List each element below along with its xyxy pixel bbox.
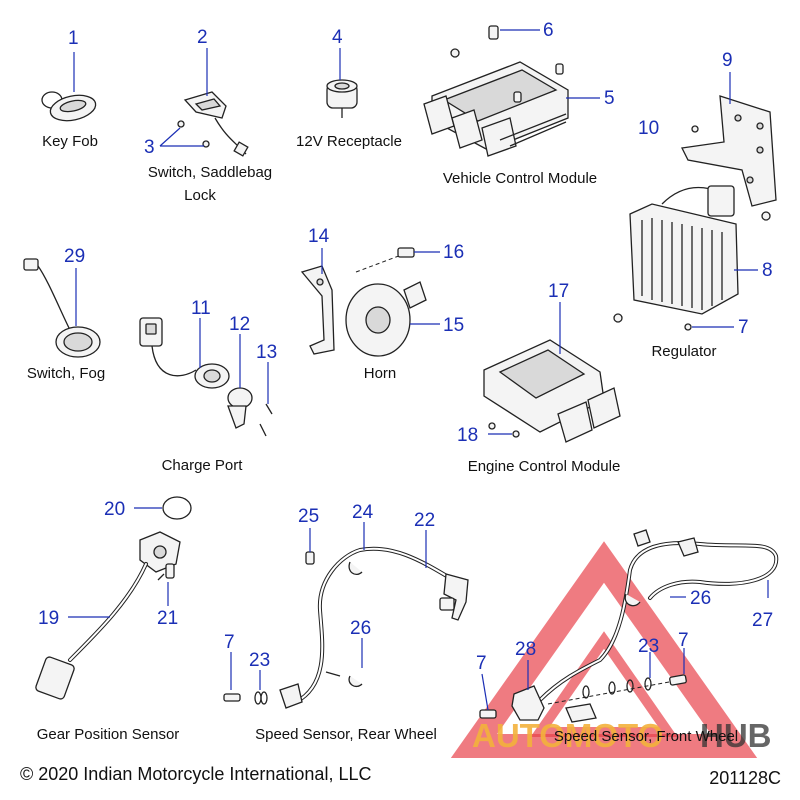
vehicle-control-module-drawing xyxy=(423,25,569,157)
copyright-text: © 2020 Indian Motorcycle International, … xyxy=(20,764,371,784)
regulator-drawing xyxy=(613,185,771,331)
watermark-text-hub: HUB xyxy=(700,717,772,754)
caption-fog-switch: Switch, Fog xyxy=(27,365,105,382)
callout-9: 9 xyxy=(722,50,733,71)
gear-position-sensor-drawing xyxy=(35,496,192,700)
callout-4: 4 xyxy=(332,27,343,48)
callout-7-front-left: 7 xyxy=(476,653,487,674)
callout-17: 17 xyxy=(548,281,569,302)
callout-2: 2 xyxy=(197,27,208,48)
caption-charge-port: Charge Port xyxy=(162,457,244,474)
callout-7-rear: 7 xyxy=(224,632,235,653)
callout-24: 24 xyxy=(352,502,374,523)
callout-20: 20 xyxy=(104,499,125,520)
callout-14: 14 xyxy=(308,226,330,247)
callout-8: 8 xyxy=(762,260,773,281)
key-fob-drawing xyxy=(41,91,97,122)
callout-29: 29 xyxy=(64,246,85,267)
caption-horn: Horn xyxy=(364,365,397,382)
engine-control-module-drawing xyxy=(483,339,621,443)
charge-port-drawing xyxy=(139,317,273,437)
callout-21: 21 xyxy=(157,608,178,629)
callout-15: 15 xyxy=(443,315,464,336)
watermark-text-automoto: AUTOMOTO xyxy=(472,717,663,754)
watermark-triangle-icon xyxy=(450,541,758,758)
caption-12v-receptacle: 12V Receptacle xyxy=(296,133,402,150)
callout-1: 1 xyxy=(68,28,79,49)
caption-front-speed-sensor: Speed Sensor, Front Wheel xyxy=(554,728,738,745)
callout-12: 12 xyxy=(229,314,250,335)
callout-7-regulator: 7 xyxy=(738,317,749,338)
callout-18: 18 xyxy=(457,425,478,446)
callout-6: 6 xyxy=(543,20,554,41)
callout-22: 22 xyxy=(414,510,435,531)
callout-3: 3 xyxy=(144,137,155,158)
caption-key-fob: Key Fob xyxy=(42,133,98,150)
callout-23-rear: 23 xyxy=(249,650,270,671)
caption-engine-control-module: Engine Control Module xyxy=(468,458,621,475)
saddlebag-lock-switch-drawing xyxy=(177,91,249,157)
callout-19: 19 xyxy=(38,608,59,629)
callout-25: 25 xyxy=(298,506,319,527)
caption-rear-speed-sensor: Speed Sensor, Rear Wheel xyxy=(255,726,437,743)
callout-16: 16 xyxy=(443,242,464,263)
callout-5: 5 xyxy=(604,88,615,109)
caption-saddlebag-line1: Switch, Saddlebag xyxy=(148,164,272,181)
caption-gear-position-sensor: Gear Position Sensor xyxy=(37,726,180,743)
diagram-code: 201128C xyxy=(709,768,781,788)
12v-receptacle-drawing xyxy=(326,79,358,118)
callout-27: 27 xyxy=(752,610,773,631)
caption-saddlebag-line2: Lock xyxy=(184,187,216,204)
front-speed-sensor-drawing xyxy=(479,529,779,723)
callout-13: 13 xyxy=(256,342,277,363)
callout-26-rear: 26 xyxy=(350,618,371,639)
rear-speed-sensor-drawing xyxy=(223,546,469,709)
callout-11: 11 xyxy=(191,298,211,319)
caption-vehicle-control-module: Vehicle Control Module xyxy=(443,170,597,187)
regulator-bracket-drawing xyxy=(681,95,777,207)
horn-drawing xyxy=(300,247,427,357)
fog-switch-drawing xyxy=(23,258,101,358)
callout-26-front: 26 xyxy=(690,588,711,609)
callout-7-front-right: 7 xyxy=(678,630,689,651)
callout-23-front: 23 xyxy=(638,636,659,657)
callout-28: 28 xyxy=(515,639,536,660)
callout-10: 10 xyxy=(638,118,659,139)
caption-regulator: Regulator xyxy=(651,343,716,360)
